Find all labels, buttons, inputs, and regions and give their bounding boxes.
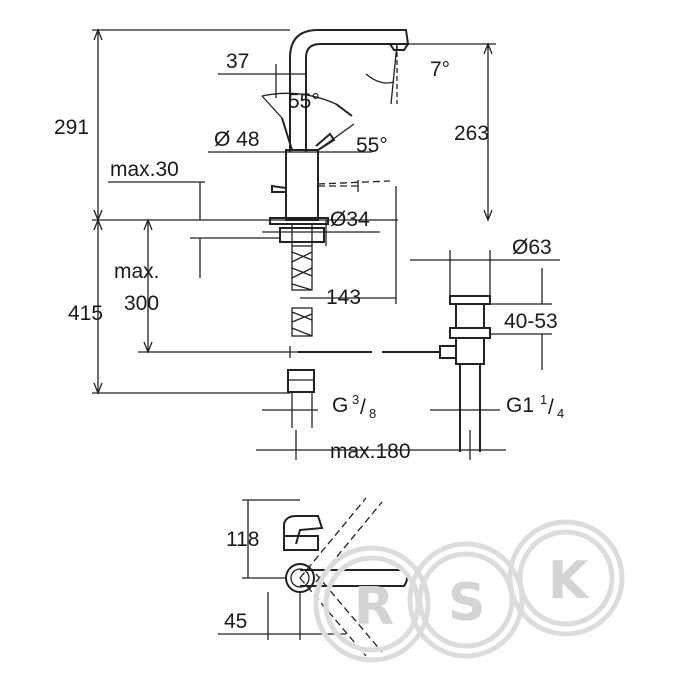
watermark-letter-k: K xyxy=(548,551,590,611)
label-dia34: Ø34 xyxy=(330,208,370,231)
dim-55r-line xyxy=(317,123,355,151)
watermark-circle-k xyxy=(507,519,625,637)
dim-55-line xyxy=(261,95,283,119)
dimension-lines xyxy=(92,28,560,460)
popup-rod-2 xyxy=(317,180,391,185)
label-300: 300 xyxy=(124,292,159,315)
label-dia63: Ø63 xyxy=(512,236,552,259)
faucet-side-view xyxy=(269,29,440,393)
rsk-watermark: R S K xyxy=(313,519,625,663)
watermark-circle-s xyxy=(407,541,525,659)
label-118: 118 xyxy=(226,528,259,551)
label-g114-num: 1 xyxy=(540,392,547,407)
label-max180: max.180 xyxy=(330,440,411,463)
drain-nut xyxy=(449,327,491,339)
dim-415-arrow xyxy=(93,218,103,395)
drain-connector xyxy=(439,345,457,359)
label-g38-slash: / xyxy=(360,396,366,419)
lever-handle xyxy=(315,132,336,151)
label-7deg: 7° xyxy=(430,58,450,81)
aerator xyxy=(389,43,409,51)
fixing-nut xyxy=(279,227,325,243)
top-view-spout xyxy=(283,515,324,545)
watermark-letter-s: S xyxy=(448,573,485,633)
top-view-swing-1 xyxy=(299,497,367,579)
watermark-letter-r: R xyxy=(354,577,394,637)
label-55-right: 55° xyxy=(356,134,388,157)
label-g38-main: G xyxy=(332,394,348,417)
label-g114-den: 4 xyxy=(557,406,564,421)
label-dia48: Ø 48 xyxy=(214,128,260,151)
dim-55-arc xyxy=(261,92,337,105)
label-415: 415 xyxy=(68,302,103,325)
top-view-swing-3 xyxy=(299,577,367,657)
watermark-circle-k-inner xyxy=(517,529,615,627)
label-143: 143 xyxy=(326,286,361,309)
label-max30: max.30 xyxy=(110,158,179,181)
label-45: 45 xyxy=(224,610,247,633)
dim-263-arrow xyxy=(483,42,493,222)
popup-waste xyxy=(439,295,491,452)
label-g38-num: 3 xyxy=(352,392,359,407)
label-max: max. xyxy=(114,260,160,283)
top-view-housing xyxy=(283,535,319,551)
hose-pattern-1 xyxy=(291,251,313,291)
flow-angle-line xyxy=(390,43,398,105)
label-g114-slash: / xyxy=(548,396,554,419)
drain-flange xyxy=(449,295,491,305)
label-40-53: 40-53 xyxy=(504,310,558,333)
lever-neutral xyxy=(281,117,293,151)
faucet-body xyxy=(285,149,319,221)
drain-body-upper xyxy=(455,303,485,329)
spout xyxy=(289,29,410,152)
label-291: 291 xyxy=(54,116,89,139)
popup-lever xyxy=(271,184,287,193)
watermark-circle-r xyxy=(313,545,431,663)
drain-body-lower xyxy=(455,337,485,365)
dimension-labels: 37 7° 55° 55° Ø 48 291 263 max.30 Ø34 Ø6… xyxy=(54,50,564,633)
label-g38-den: 8 xyxy=(369,406,376,421)
label-55-top: 55° xyxy=(288,90,320,113)
label-g114-main: G1 xyxy=(506,394,534,417)
base-flange xyxy=(269,217,329,225)
label-37: 37 xyxy=(226,50,249,73)
hose-connector xyxy=(287,369,315,393)
dim-55-arrow xyxy=(335,103,353,117)
hose-pattern-2 xyxy=(291,311,313,337)
angle-arc-7 xyxy=(365,73,395,84)
label-263: 263 xyxy=(454,122,489,145)
